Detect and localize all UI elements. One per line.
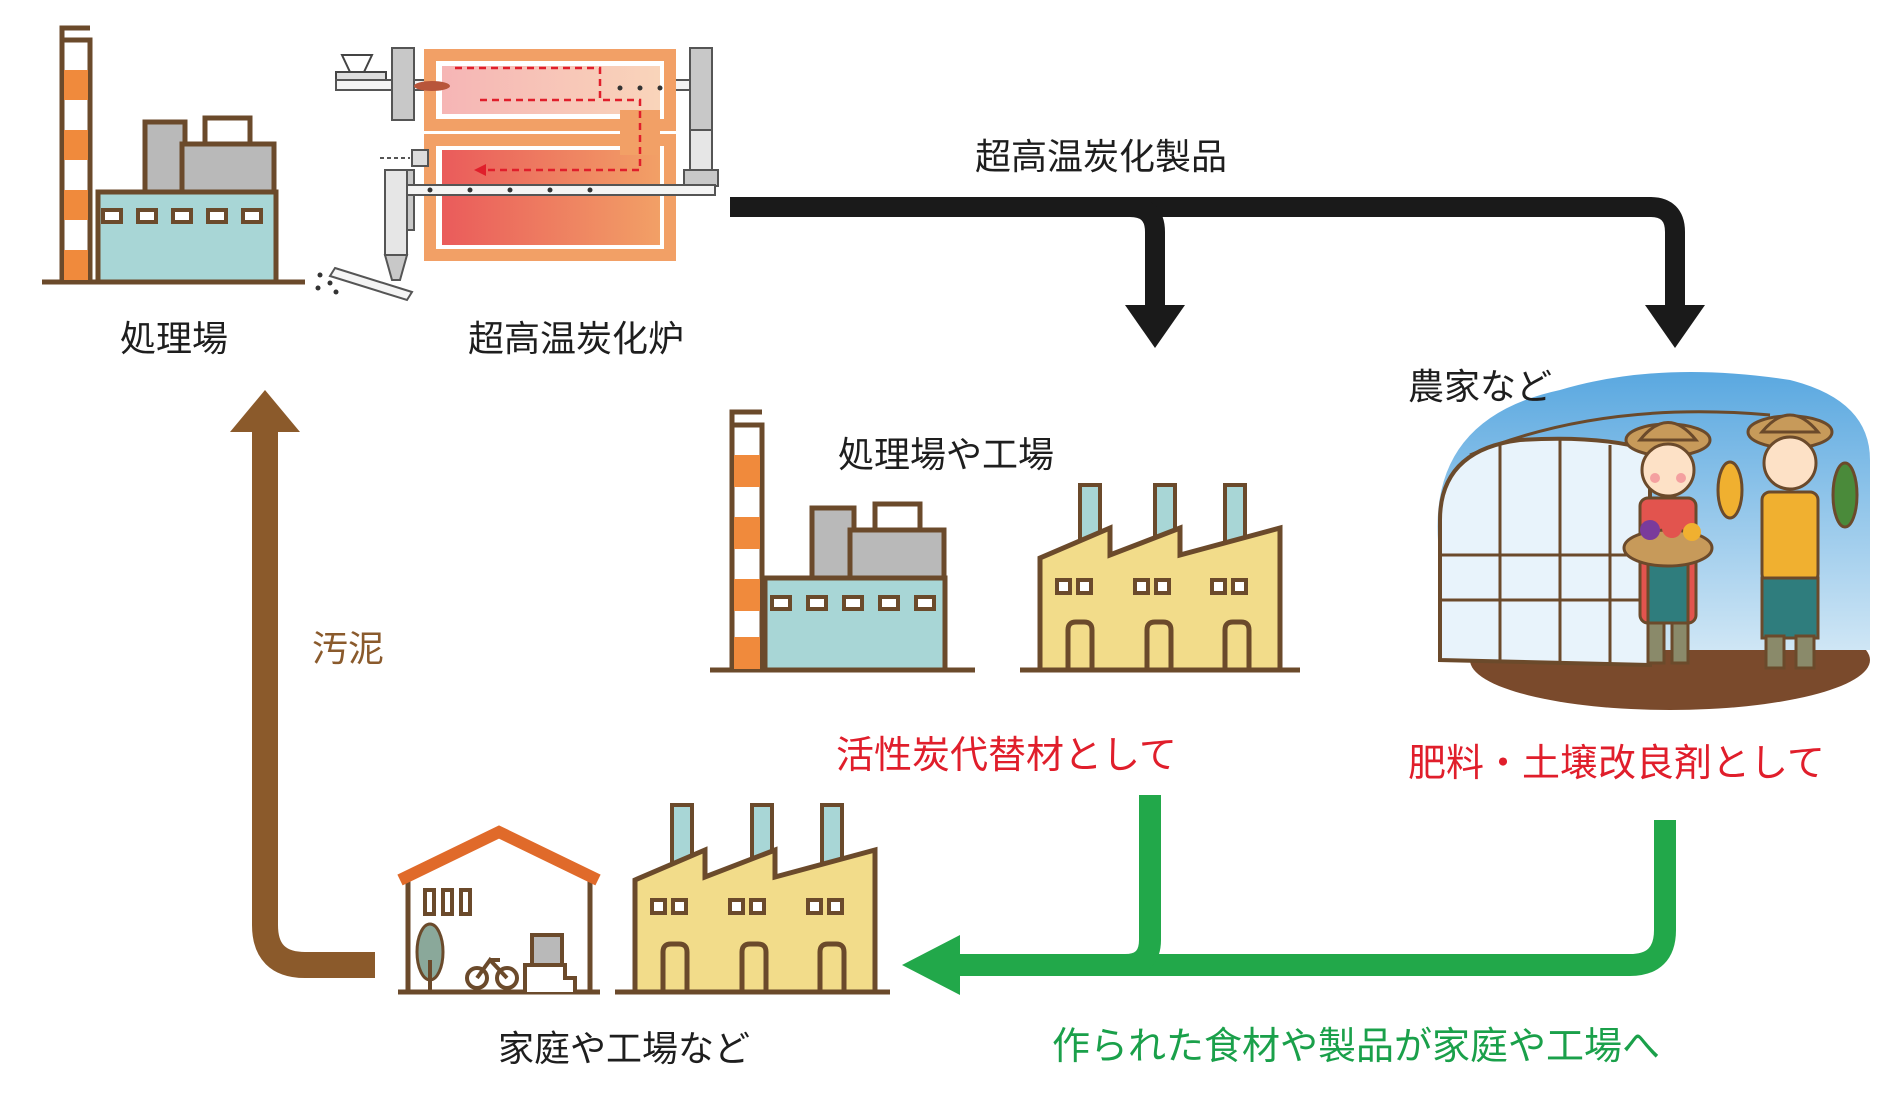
product-label: 超高温炭化製品 [975, 137, 1228, 178]
sludge-flow-arrow [230, 390, 375, 978]
middle-factory-icon [1020, 483, 1300, 673]
furnace-label: 超高温炭化炉 [468, 319, 685, 360]
middle-treatment-plant-icon [710, 409, 975, 673]
product-flow-arrows [730, 197, 1705, 348]
sludge-label: 汚泥 [312, 629, 385, 670]
bottom-factory-icon [615, 803, 890, 995]
return-flow-label: 作られた食材や製品が家庭や工場へ [1052, 1024, 1661, 1068]
fertilizer-use-label: 肥料・土壌改良剤として [1408, 741, 1825, 785]
house-icon [397, 825, 601, 995]
homes-factories-label: 家庭や工場など [498, 1029, 751, 1070]
return-flow-arrows [902, 795, 1676, 995]
plants-factories-label: 処理場や工場 [838, 435, 1055, 476]
carbonization-furnace-icon [315, 47, 719, 302]
treatment-plant-label: 処理場 [120, 319, 229, 360]
treatment-plant-icon [42, 25, 305, 285]
farm-scene-illustration [1437, 372, 1870, 710]
activated-carbon-use-label: 活性炭代替材として [836, 733, 1177, 777]
farmers-label: 農家など [1408, 367, 1553, 408]
